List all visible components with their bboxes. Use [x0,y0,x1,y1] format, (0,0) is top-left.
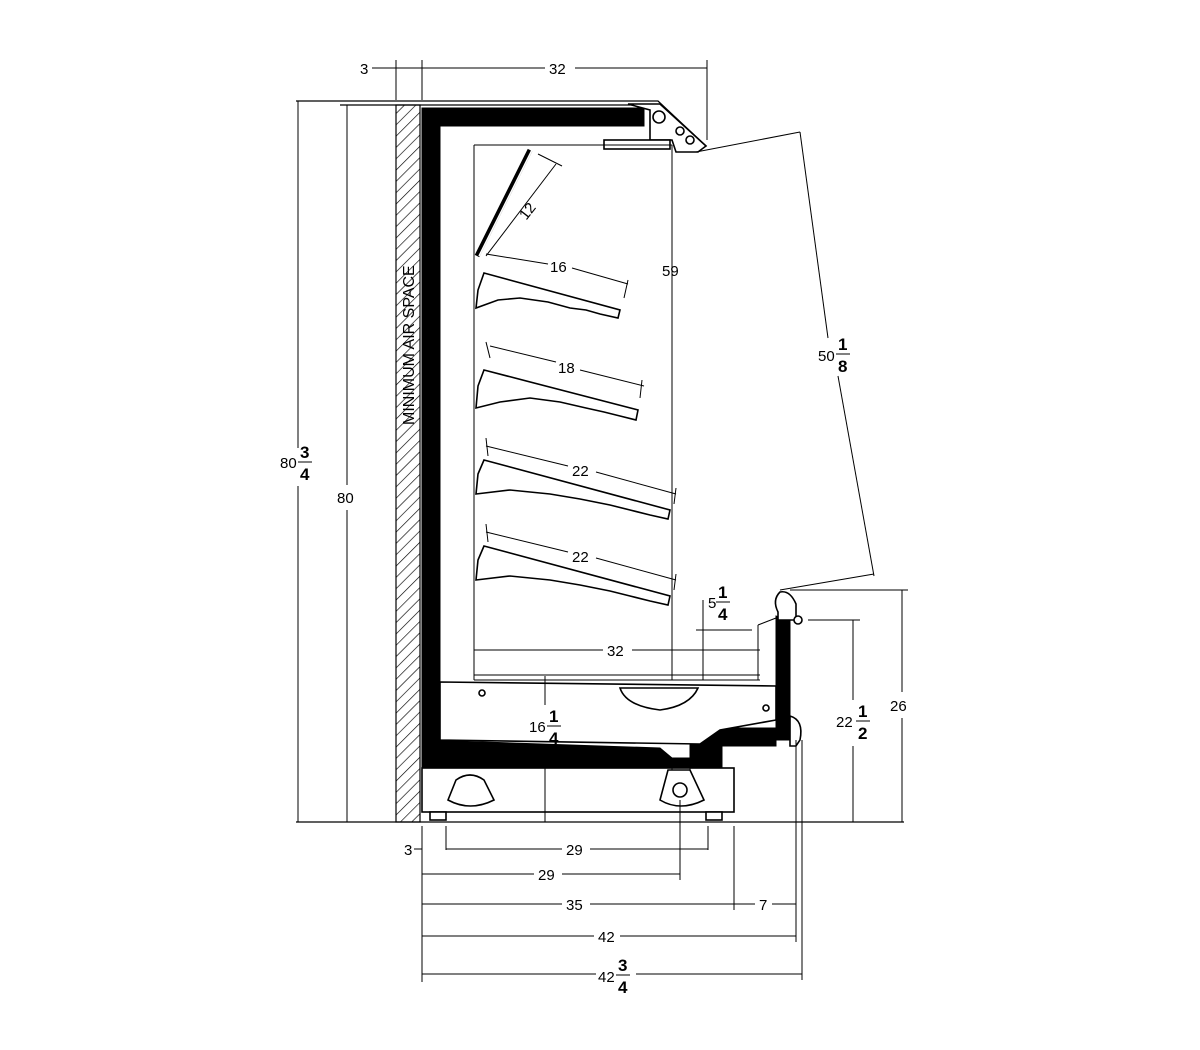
dim-lip-num: 1 [718,583,727,602]
dim-shelf-3: 22 [572,463,589,480]
dim-shelf-1: 16 [550,259,567,276]
dim-base-num: 1 [549,707,558,726]
dim-top-depth: 32 [549,61,566,78]
dim-overall-height-den: 4 [300,465,310,484]
dim-front-total: 26 [890,698,907,715]
shelf-4 [475,545,671,606]
dim-front-ext: 7 [759,897,767,914]
dim-shelf-top: 12 [516,200,540,224]
dim-depth-42: 42 [598,929,615,946]
base-stand [421,758,735,821]
dim-body-depth: 35 [566,897,583,914]
dim-opening-whole: 50 [818,348,835,365]
dim-display-height: 59 [662,263,679,280]
base-pan [439,590,803,747]
dim-height: 80 [337,490,354,507]
dim-shelf-2: 18 [558,360,575,377]
dim-bottom-clearance: 3 [404,842,412,859]
dim-lip-whole: 5 [708,595,716,612]
wall [395,104,421,823]
dim-overall-height-num: 3 [300,443,309,462]
shelf-1 [475,272,621,319]
dim-overall-depth-num: 3 [618,956,627,975]
cabinet-shell [421,107,791,769]
air-space-label: MINIMUM AIR SPACE [401,265,418,425]
dim-opening-den: 8 [838,357,847,376]
dim-shelf-4: 22 [572,549,589,566]
dim-inner-depth: 32 [607,643,624,660]
dim-lip-den: 4 [718,605,728,624]
canopy [296,100,708,153]
dim-base-den: 4 [549,729,559,748]
dim-foot-span: 29 [566,842,583,859]
dim-overall-height-whole: 80 [280,455,297,472]
shelf-3 [475,459,671,520]
dim-overall-depth-den: 4 [618,978,628,997]
dim-overall-depth-whole: 42 [598,969,615,986]
dim-front-den: 2 [858,724,867,743]
dim-front-num: 1 [858,702,867,721]
dimension-lines [297,60,908,982]
shelf-2 [475,369,639,421]
shelf-top [474,148,533,258]
dim-top-clearance: 3 [360,61,368,78]
dim-opening-num: 1 [838,335,847,354]
dim-base-to-drain: 29 [538,867,555,884]
dim-base-whole: 16 [529,719,546,736]
dim-front-whole: 22 [836,714,853,731]
